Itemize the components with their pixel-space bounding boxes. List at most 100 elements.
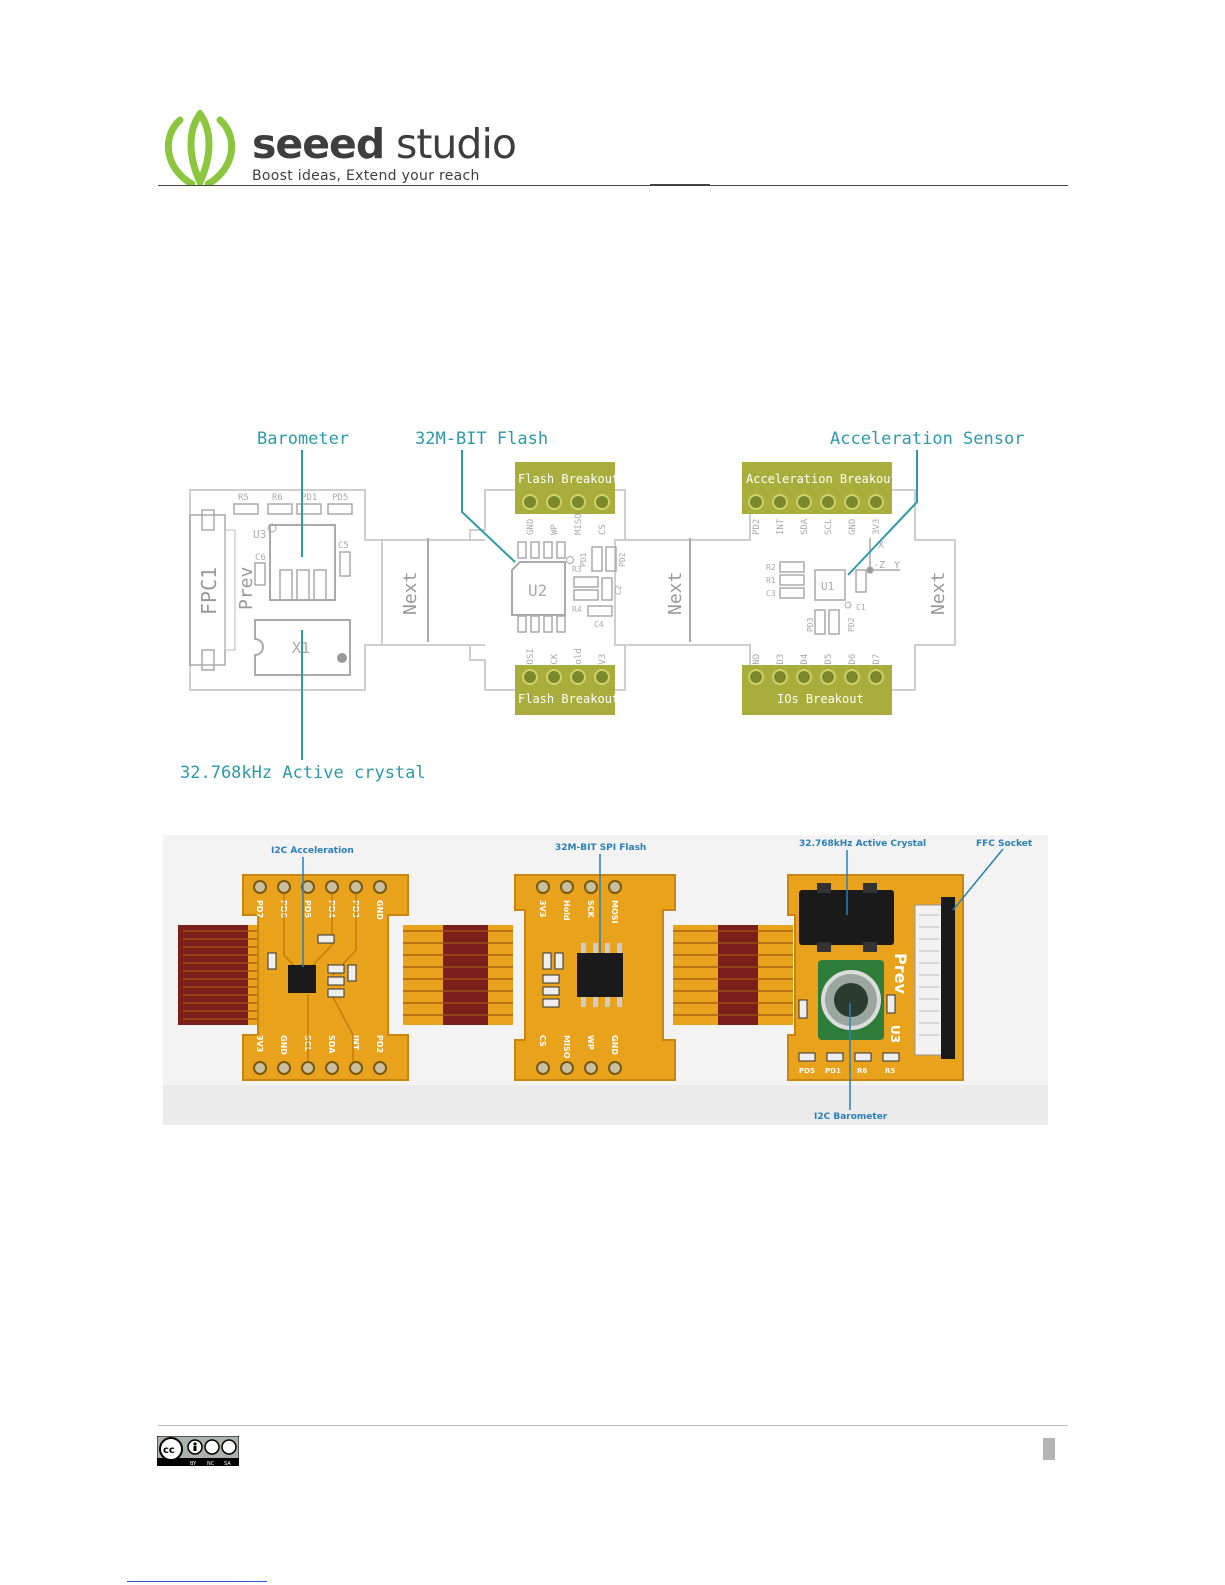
board3-pin-top: INT [776, 518, 786, 535]
photo-a-pin-bottom: GND [279, 1035, 288, 1055]
callout-barometer: Barometer [257, 429, 349, 449]
board3-pin-bottom: PD4 [800, 654, 810, 670]
photo-b-pin-bottom: WP [586, 1035, 595, 1050]
axis-label: X [878, 540, 884, 551]
board2-part-label: C4 [594, 620, 604, 629]
board3-pin-bottom: PD7 [872, 654, 882, 670]
photo-a-pin-bottom: PD2 [375, 1035, 384, 1053]
seeed-logo-icon [164, 110, 236, 186]
pcb-photo-figure: PD7 PD6 PD5 PD4 PD3 GND 3V3 GND SCL SDA … [163, 835, 1048, 1125]
board1-fpc-label: FPC1 [197, 567, 221, 615]
board3-pin-bottom: PD5 [824, 654, 834, 670]
callout-accel: Acceleration Sensor [830, 429, 1024, 449]
board1-res-label: R6 [272, 493, 283, 503]
board3-pin-bottom: PD3 [776, 654, 786, 670]
board1-c6-label: C6 [255, 553, 266, 563]
axis-label: Y [894, 560, 900, 571]
board2-part-label: R4 [572, 605, 582, 614]
board2-part-label: PD1 [579, 552, 588, 567]
cc-term: SA [224, 1461, 231, 1466]
board3-part-label: C3 [766, 589, 776, 598]
brand-name-studio: studio [396, 120, 517, 168]
photo-label-ffc: FFC Socket [976, 839, 1033, 849]
header-divider-accent [650, 184, 710, 186]
board3-pin-top: 3V3 [872, 519, 882, 535]
board1-res-label: PD1 [301, 493, 317, 503]
photo-c-part: PD1 [825, 1067, 841, 1075]
callout-flash: 32M-BIT Flash [415, 429, 548, 449]
board3-part-label: PD2 [847, 617, 856, 632]
board2-u2-label: U2 [528, 581, 547, 600]
photo-b-pin-bottom: MISO [562, 1035, 571, 1059]
board-outlines [189, 489, 956, 691]
board2-pin-bottom: Hold [574, 648, 584, 670]
axis-label: -Z [873, 560, 885, 571]
board1: FPC1 Prev U3 C5 C6 R5 R6 PD1 PD5 X1 Next [189, 493, 421, 676]
board2-pin-top: WP [550, 524, 560, 535]
board1-u3-label: U3 [253, 528, 266, 541]
photo-board-a: PD7 PD6 PD5 PD4 PD3 GND 3V3 GND SCL SDA … [242, 874, 409, 1081]
board-separators [427, 538, 691, 642]
axis-indicator [866, 538, 900, 574]
photo-a-pin-bottom: INT [351, 1035, 360, 1051]
board2-pin-top: CS [598, 524, 608, 535]
callout-crystal: 32.768kHz Active crystal [180, 763, 426, 783]
sa-icon [221, 1439, 237, 1455]
board2-header-bottom: Flash Breakout [518, 692, 619, 706]
photo-b-pin-bottom: CS [538, 1035, 547, 1047]
board2-part-label: C2 [614, 585, 623, 595]
brand-name-seeed: seeed [252, 120, 385, 168]
photo-c-u3: U3 [888, 1025, 902, 1043]
board3-pin-top: SCL [824, 519, 834, 535]
photo-a-pin-top: GND [375, 900, 384, 920]
board3-part-label: C1 [856, 603, 866, 612]
photo-c-part: PD5 [799, 1067, 815, 1075]
board2-pin-bottom: 3V3 [598, 654, 608, 670]
header-divider [158, 185, 1068, 186]
photo-b-pin-top: MOSI [610, 900, 619, 924]
footer-divider [158, 1425, 1068, 1426]
photo-label-accel: I2C Acceleration [271, 846, 354, 856]
board2-part-label: PD2 [618, 552, 627, 567]
photo-b-pin-top: Hold [562, 900, 571, 921]
photo-b-pin-bottom: GND [610, 1035, 619, 1055]
board1-prev-label: Prev [236, 567, 257, 610]
photo-leaders [302, 848, 1004, 1110]
photo-c-part: R6 [857, 1067, 867, 1075]
creative-commons-license-icon[interactable]: cc BY NC SA [157, 1436, 239, 1466]
callouts: Barometer 32M-BIT Flash Acceleration Sen… [180, 429, 1024, 783]
board3-pin-bottom: PD6 [848, 654, 858, 670]
board2-pin-top: MISO [574, 513, 584, 535]
board2-next-label: Next [665, 572, 686, 615]
photo-board-c: Prev U3 PD5 PD1 R6 R5 [787, 874, 964, 1081]
board3-u1-label: U1 [821, 580, 834, 593]
callout-leaders [301, 450, 918, 760]
photo-b-pin-top: SCK [586, 900, 595, 919]
page-header: seeed studio Boost ideas, Extend your re… [158, 110, 1058, 188]
photo-c-part: R5 [885, 1067, 895, 1075]
board1-res-label: R5 [238, 493, 249, 503]
board3-next-label: Next [928, 572, 949, 615]
photo-a-pin-bottom: 3V3 [255, 1035, 264, 1052]
photo-labels: I2C Acceleration 32M-BIT SPI Flash 32.76… [271, 839, 1033, 1122]
cc-term: BY [190, 1461, 197, 1466]
board1-c5-label: C5 [338, 541, 349, 551]
board1-next-label: Next [400, 572, 421, 615]
board3-part-label: PD3 [806, 617, 815, 632]
board2-pin-top: GND [526, 519, 536, 535]
board2-pin-bottom: SCK [550, 653, 560, 670]
photo-label-baro: I2C Barometer [814, 1112, 888, 1122]
photo-a-pin-top: PD5 [303, 900, 312, 919]
cc-term: NC [207, 1461, 215, 1466]
board3-part-label: R2 [766, 563, 776, 572]
cc-symbol: cc [163, 1445, 175, 1456]
photo-b-pin-top: 3V3 [538, 900, 547, 917]
footer-link-underline[interactable] [127, 1581, 267, 1582]
board2: Flash Breakout GND WP MISO CS U2 PD1 PD2… [511, 462, 686, 715]
board2-part-label: R3 [572, 565, 582, 574]
board3: Acceleration Breakout PD2 INT SDA SCL GN… [742, 462, 949, 715]
board3-pin-bottom: GND [752, 654, 762, 670]
brand-tagline: Boost ideas, Extend your reach [252, 168, 480, 184]
photo-label-crystal: 32.768kHz Active Crystal [799, 839, 926, 849]
photo-a-pin-top: PD7 [255, 900, 264, 918]
